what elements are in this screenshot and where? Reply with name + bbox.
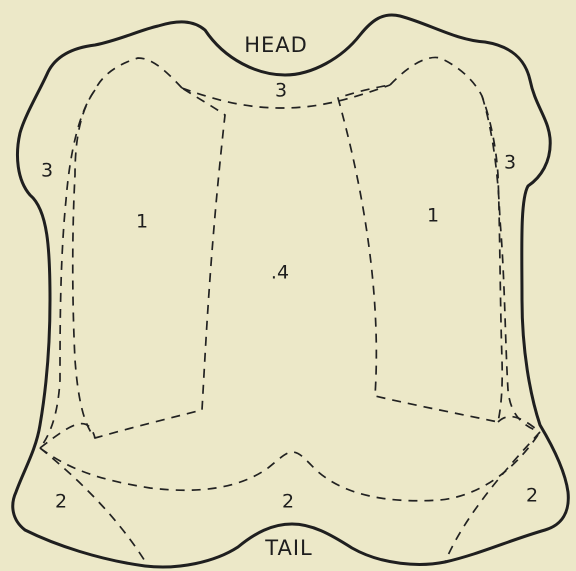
left-belly-number: 2 — [55, 491, 67, 513]
left-shoulder-number: 1 — [136, 211, 148, 233]
belly-boundary-right-line — [498, 417, 540, 432]
middle-belly-number: 2 — [282, 491, 294, 513]
right-side-number: 3 — [504, 152, 516, 174]
right-belly-number: 2 — [526, 485, 538, 507]
head-label: HEAD — [244, 33, 308, 57]
right-side-line — [482, 96, 540, 432]
right-shoulder-number: 1 — [427, 205, 439, 227]
left-side-number: 3 — [41, 160, 53, 182]
head-band-number: 3 — [275, 80, 287, 102]
hide-outline — [13, 15, 569, 567]
center-number: .4 — [271, 262, 289, 284]
left-shoulder-outline — [73, 58, 225, 438]
tail-label: TAIL — [264, 536, 312, 560]
right-shoulder-outline — [338, 57, 502, 422]
